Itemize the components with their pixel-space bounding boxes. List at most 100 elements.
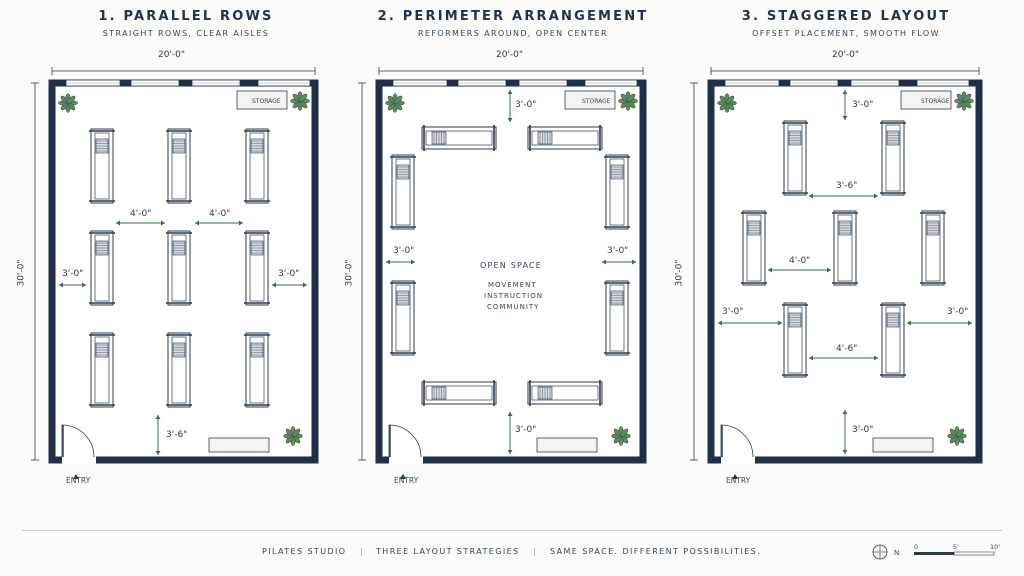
panel-2-bottom-arrow-head-bottom — [507, 450, 513, 454]
panel-1-entry-label: ENTRY — [66, 476, 91, 485]
panel-1-aisle-arrow-right-head-left — [195, 220, 199, 226]
panel-3-top-arrow-head-bottom — [842, 116, 848, 120]
panel-2-dim-bottom: 3'-0" — [515, 425, 537, 435]
panel-2-storage-box — [564, 90, 616, 110]
panel-1-height-dimension: 30'-0" — [16, 259, 27, 287]
panel-1-storage-box — [236, 90, 288, 110]
panel-2-reformer-left-lower — [390, 280, 416, 356]
panel-3-bench — [872, 437, 934, 453]
panel-2-open-space-title: OPEN SPACE — [480, 261, 543, 270]
panel-3-lower-gap-arrow-head-right — [874, 355, 878, 361]
panel-3-wall-arrow-left-head-right — [778, 320, 782, 326]
panel-2-top-arrow-head-bottom — [507, 118, 513, 122]
panel-3-dim-mid-gap: 4'-0" — [789, 256, 811, 266]
panel-3-reformer-2 — [880, 120, 906, 196]
panel-3-entry-arrow-icon — [732, 474, 738, 479]
footer-tagline: SAME SPACE. DIFFERENT POSSIBILITIES. — [550, 547, 762, 556]
panel-3-entry-label: ENTRY — [726, 476, 751, 485]
panel-3-height-dimension: 30'-0" — [674, 259, 685, 287]
panel-2-open-space-line-2: INSTRUCTION — [484, 292, 543, 300]
panel-3-subtitle: OFFSET PLACEMENT, SMOOTH FLOW — [752, 29, 940, 38]
panel-3-title: 3. STAGGERED LAYOUT — [741, 9, 951, 24]
scale-label-0: 0 — [914, 543, 919, 551]
panel-2-reformer-top-left — [421, 125, 497, 151]
panel-2-dim-top: 3'-0" — [515, 100, 537, 110]
panel-3-reformer-1 — [782, 120, 808, 196]
panel-1-plant-icon-top-left — [58, 93, 78, 113]
panel-3-bottom-arrow-head-top — [842, 410, 848, 414]
panel-2-reformer-top-right — [527, 125, 603, 151]
panel-1-subtitle: STRAIGHT ROWS, CLEAR AISLES — [102, 29, 270, 38]
panel-1-reformer-3 — [244, 128, 270, 204]
panel-3-bottom-arrow-head-bottom — [842, 450, 848, 454]
panel-1-dim-wall-right: 3'-0" — [278, 269, 300, 279]
panel-1-bench — [208, 437, 270, 453]
panel-3-plant-icon-top-left — [717, 93, 737, 113]
panel-3-dim-top: 3'-0" — [852, 100, 874, 110]
panel-3-reformer-4 — [832, 210, 858, 286]
panel-1-aisle-arrow-right-head-right — [239, 220, 243, 226]
panel-2-reformer-right-lower — [604, 280, 630, 356]
scale-bar-dark — [914, 552, 954, 555]
panel-3-dim-bottom: 3'-0" — [852, 425, 874, 435]
panel-2-open-space-line-1: MOVEMENT — [488, 281, 537, 289]
panel-2-reformer-bottom-left — [421, 380, 497, 406]
north-label: N — [894, 549, 900, 557]
scale-label-10: 10' — [990, 543, 1001, 551]
panel-1-dim-aisle-left: 4'-0" — [130, 209, 152, 219]
panel-3-wall-arrow-right-head-left — [907, 320, 911, 326]
panel-2-entry-label: ENTRY — [394, 476, 419, 485]
panel-3-dim-lower-gap: 4'-6" — [836, 344, 858, 354]
panel-1-width-dimension: 20'-0" — [158, 50, 186, 60]
panel-3-reformer-3 — [741, 210, 767, 286]
panel-3-upper-gap-arrow-head-left — [809, 193, 813, 199]
panel-2-right-arrow-head-left — [602, 259, 606, 265]
panel-2-subtitle: REFORMERS AROUND, OPEN CENTER — [417, 29, 609, 38]
panel-1-reformer-5 — [166, 230, 192, 306]
panel-2-walls — [375, 79, 647, 464]
panel-2-reformer-right-upper — [604, 154, 630, 230]
scale-bar-light — [953, 551, 995, 556]
panel-1-dim-entry: 3'-6" — [166, 430, 188, 440]
panel-1-dim-wall-left: 3'-0" — [62, 269, 84, 279]
panel-1-reformer-7 — [89, 332, 115, 408]
panel-1-reformer-1 — [89, 128, 115, 204]
panel-1-wall-arrow-right-head-right — [303, 282, 307, 288]
panel-1-door-opening — [62, 456, 96, 464]
panel-3-door-opening — [721, 456, 755, 464]
panel-1-reformer-8 — [166, 332, 192, 408]
footer-divider — [22, 530, 1002, 531]
footer-separator-2: | — [533, 547, 538, 556]
panel-2-entry-arrow-icon — [400, 474, 406, 479]
footer-strategies: THREE LAYOUT STRATEGIES — [376, 547, 520, 556]
panel-2-height-dimension: 30'-0" — [344, 259, 355, 287]
panel-2-right-arrow-head-right — [632, 259, 636, 265]
panel-2-bottom-arrow-head-top — [507, 412, 513, 416]
panel-1-title: 1. PARALLEL ROWS — [98, 9, 274, 24]
panel-2-reformer-left-upper — [390, 154, 416, 230]
panel-3-dim-wall-right: 3'-0" — [947, 307, 969, 317]
panel-1-storage-label: STORAGE — [252, 98, 281, 105]
footer-studio: PILATES STUDIO — [262, 547, 347, 556]
panel-3-reformer-5 — [920, 210, 946, 286]
panel-2-plant-icon-bottom-right — [611, 426, 631, 446]
panel-3-dim-wall-left: 3'-0" — [722, 307, 744, 317]
panel-3-plant-icon-top-right — [954, 91, 974, 111]
panel-3-plant-icon-bottom-right — [947, 426, 967, 446]
panel-1-wall-arrow-right-head-left — [272, 282, 276, 288]
panel-1-reformer-9 — [244, 332, 270, 408]
panel-3-top-arrow-head-top — [842, 90, 848, 94]
panel-3-upper-gap-arrow-head-right — [874, 193, 878, 199]
panel-2-width-dimension: 20'-0" — [496, 50, 524, 60]
panel-3-lower-gap-arrow-head-left — [809, 355, 813, 361]
footer-separator-1: | — [360, 547, 365, 556]
panel-1-aisle-arrow-left-head-left — [116, 220, 120, 226]
panel-3-wall-arrow-right-head-right — [968, 320, 972, 326]
panel-2-storage-label: STORAGE — [582, 98, 611, 105]
scale-label-5: 5' — [953, 543, 959, 551]
panel-2-bench — [536, 437, 598, 453]
panel-3-storage-label: STORAGE — [921, 98, 950, 105]
panel-3-mid-gap-arrow-head-right — [827, 267, 831, 273]
panel-1-entry-arrow-head-top — [155, 415, 161, 419]
